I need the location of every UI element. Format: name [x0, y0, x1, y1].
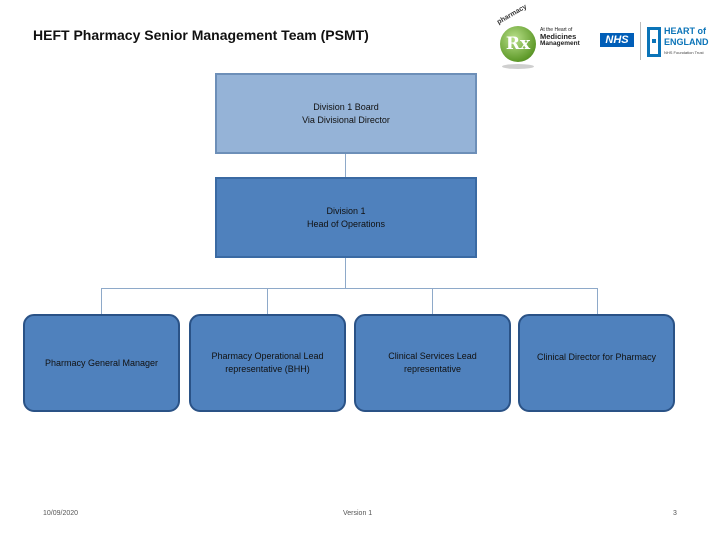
pharmacy-logo-line3: Management — [540, 40, 580, 48]
heart-of-england-icon — [647, 27, 661, 57]
connector-leaf4 — [597, 288, 598, 314]
connector-leaf3 — [432, 288, 433, 314]
leaf-label: Pharmacy Operational Lead representative… — [211, 351, 324, 374]
clinical-services-lead-box: Clinical Services Lead representative — [354, 314, 511, 412]
page-number: 3 — [673, 510, 677, 517]
ops-line1: Division 1 — [326, 205, 366, 216]
hoe-line3: NHS Foundation Trust — [664, 50, 704, 55]
nhs-logo: NHS — [600, 33, 634, 47]
connector-horizontal — [101, 288, 598, 289]
connector-board-ops — [345, 154, 346, 177]
pharmacy-general-manager-box: Pharmacy General Manager — [23, 314, 180, 412]
rx-icon: Rx — [500, 26, 536, 62]
logo-divider — [640, 22, 641, 60]
connector-leaf1 — [101, 288, 102, 314]
board-line1: Division 1 Board — [313, 101, 379, 112]
leaf-label: Clinical Services Lead representative — [388, 351, 477, 374]
ops-line2: Head of Operations — [306, 218, 386, 229]
page-title: HEFT Pharmacy Senior Management Team (PS… — [33, 27, 369, 43]
footer-date: 10/09/2020 — [43, 510, 79, 517]
clinical-director-box: Clinical Director for Pharmacy — [518, 314, 675, 412]
connector-ops-down — [345, 258, 346, 288]
hoe-line1: HEART of — [664, 26, 706, 36]
footer-version: Version 1 — [343, 510, 373, 517]
operational-lead-box: Pharmacy Operational Lead representative… — [189, 314, 346, 412]
board-line2: Via Divisional Director — [302, 114, 390, 125]
division-board-box: Division 1 Board Via Divisional Director — [215, 73, 477, 154]
pharmacy-logo: pharmacy Rx At the Heart of Medicines Ma… — [494, 3, 586, 70]
rx-symbol: Rx — [505, 34, 531, 54]
head-of-operations-box: Division 1 Head of Operations — [215, 177, 477, 258]
pharmacy-logo-text: At the Heart of Medicines Management — [540, 27, 580, 48]
heart-of-england-logo: HEART of ENGLAND NHS Foundation Trust — [647, 23, 713, 63]
rx-shadow — [502, 64, 534, 69]
leaf-label: Clinical Director for Pharmacy — [536, 352, 657, 362]
pharmacy-logo-line1: At the Heart of — [540, 27, 573, 33]
leaf-label: Pharmacy General Manager — [44, 357, 159, 368]
pharmacy-arc-text: pharmacy — [496, 3, 529, 27]
hoe-line2: ENGLAND — [664, 37, 709, 47]
nhs-logo-text: NHS — [605, 34, 629, 46]
pharmacy-logo-line2: Medicines — [540, 32, 577, 42]
connector-leaf2 — [267, 288, 268, 314]
